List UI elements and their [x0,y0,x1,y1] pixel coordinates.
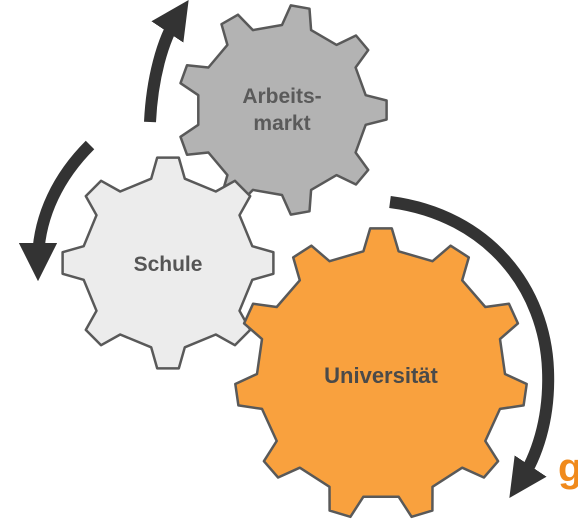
gear-universitaet [234,227,528,519]
arrow-arbeitsmarkt-to-schule [18,140,95,282]
arrow-schule-to-arbeitsmarkt [144,0,189,123]
gear-schule [61,156,275,370]
cut-off-title-text: g [558,446,578,490]
gear-schule-label: Schule [134,253,203,276]
gear-arbeitsmarkt-label-line1: Arbeits- [242,85,321,108]
gear-arbeitsmarkt [179,4,388,216]
arrow-around-universitaet [389,196,555,498]
gear-arbeitsmarkt-label-line2: markt [253,112,310,135]
gear-universitaet-label: Universität [324,363,438,388]
